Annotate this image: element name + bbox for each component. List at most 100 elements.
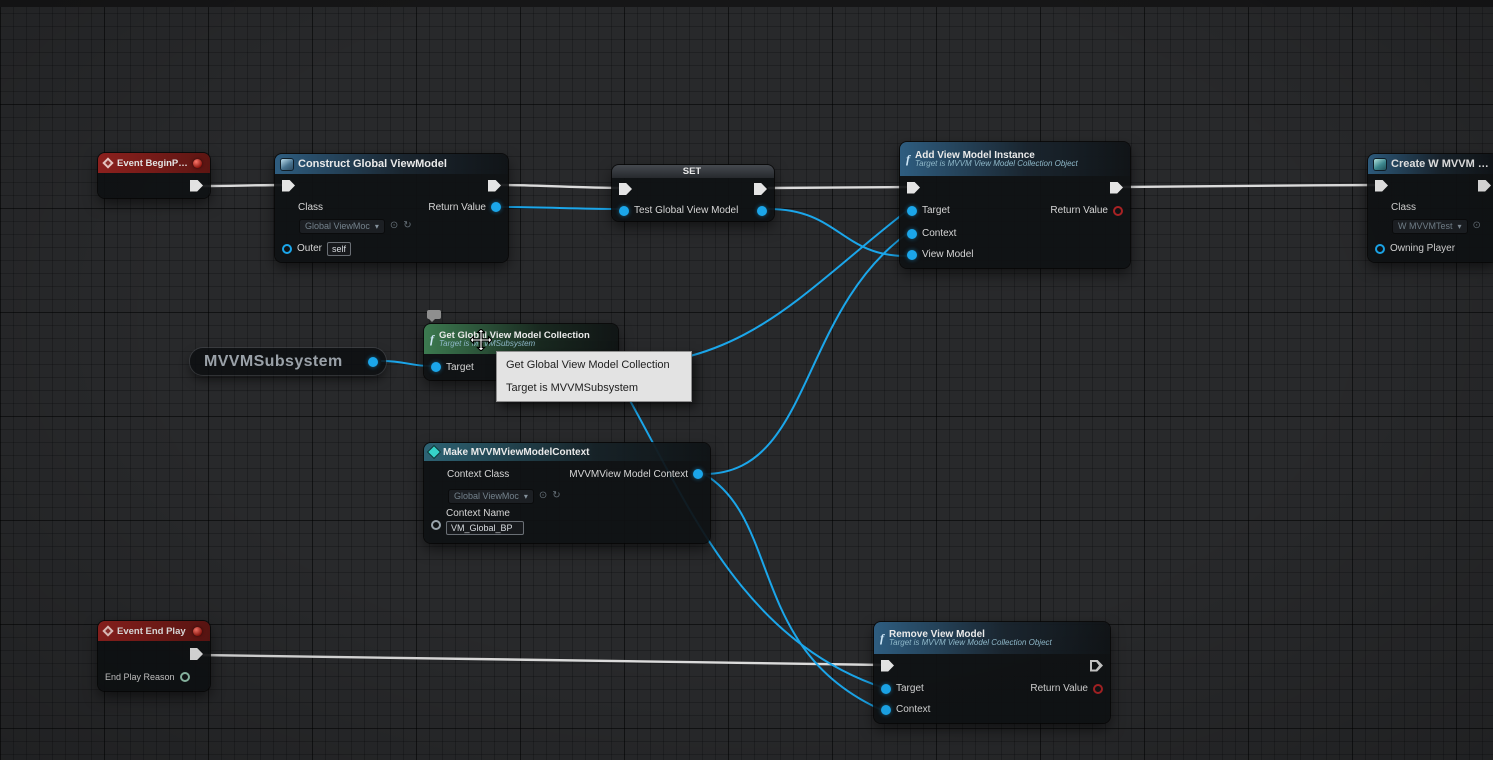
return-value-output-pin[interactable] <box>491 202 501 212</box>
function-icon: f <box>906 152 910 166</box>
wire-obj-getvmc-to-removevm-target[interactable] <box>609 365 885 689</box>
create-widget-icon <box>1374 158 1386 170</box>
node-make-mvvm-viewmodel-context[interactable]: Make MVVMViewModelContext Context Class … <box>424 443 710 543</box>
value-input-pin[interactable] <box>619 205 629 216</box>
context-name-pin-label: Context Name <box>446 508 510 519</box>
exec-output-pin[interactable] <box>1478 179 1491 192</box>
function-icon: f <box>430 332 434 346</box>
subsystem-output-pin[interactable] <box>368 356 378 367</box>
wire-obj-mvvmsubsystem-to-getvmc-target[interactable] <box>381 360 431 367</box>
return-value-pin-label: Return Value <box>428 201 486 213</box>
wire-obj-makecontext-to-removevm-context[interactable] <box>703 473 885 712</box>
output-pin-label: MVVMView Model Context <box>569 468 688 480</box>
node-subtitle: Target is MVVMSubsystem <box>439 339 536 348</box>
class-dropdown[interactable]: Global ViewMoc ▾ <box>299 218 385 234</box>
dropdown-arrow-icon: ▾ <box>374 221 379 231</box>
owning-player-input-pin[interactable] <box>1375 243 1385 254</box>
return-value-pin-label: Return Value <box>1050 205 1108 216</box>
node-header: Make MVVMViewModelContext <box>424 443 710 461</box>
pick-asset-icon[interactable]: ⊙ <box>1472 220 1481 231</box>
value-output-pin[interactable] <box>757 205 767 216</box>
outer-input-pin[interactable] <box>282 243 292 254</box>
make-struct-icon <box>428 446 440 458</box>
end-play-reason-pin-label: End Play Reason <box>105 672 175 682</box>
target-input-pin[interactable] <box>431 362 441 372</box>
view-model-input-pin[interactable] <box>907 249 917 260</box>
context-input-pin[interactable] <box>907 228 917 239</box>
target-pin-label: Target <box>896 683 924 694</box>
comment-bubble-icon[interactable] <box>427 310 441 322</box>
exec-output-pin[interactable] <box>754 183 767 195</box>
exec-input-pin[interactable] <box>881 659 894 672</box>
wire-exec-endplay-to-removevm[interactable] <box>197 653 888 667</box>
context-input-pin[interactable] <box>881 704 891 715</box>
exec-output-pin[interactable] <box>1090 659 1103 672</box>
move-cursor-icon <box>469 328 493 356</box>
exec-output-pin[interactable] <box>488 179 501 192</box>
return-value-output-pin[interactable] <box>1113 205 1123 216</box>
node-subtitle: Target is MVVM View Model Collection Obj… <box>889 638 1052 647</box>
context-output-pin[interactable] <box>693 469 703 479</box>
exec-output-pin[interactable] <box>190 648 203 660</box>
class-pin-label: Class <box>298 201 324 213</box>
wire-obj-makecontext-to-addvmi-context[interactable] <box>703 232 909 475</box>
class-dropdown[interactable]: W MVVMTest ▾ <box>1392 218 1468 234</box>
event-icon <box>102 625 114 637</box>
end-play-reason-output-pin[interactable] <box>179 672 190 682</box>
node-set-test-global-view-model[interactable]: SET Test Global View Model <box>612 165 774 221</box>
outer-value-field[interactable]: self <box>327 241 352 256</box>
pick-asset-icon[interactable]: ⊙ <box>538 490 548 501</box>
target-input-pin[interactable] <box>881 683 891 694</box>
node-add-view-model-instance[interactable]: f Add View Model Instance Target is MVVM… <box>900 142 1130 268</box>
function-icon: f <box>880 631 884 645</box>
value-pin-label: Test Global View Model <box>634 205 739 216</box>
event-icon <box>102 157 114 169</box>
wire-obj-construct-returnvalue-to-set-input[interactable] <box>498 206 619 210</box>
context-name-input-pin[interactable] <box>431 520 441 530</box>
exec-output-pin[interactable] <box>1110 181 1123 194</box>
node-remove-view-model[interactable]: f Remove View Model Target is MVVM View … <box>874 622 1110 723</box>
wire-exec-construct-to-set[interactable] <box>499 183 622 190</box>
node-create-widget[interactable]: Create W MVVM Test W Class W MVVMTest ▾ … <box>1368 154 1493 262</box>
construct-icon <box>281 158 293 170</box>
return-value-output-pin[interactable] <box>1093 683 1103 694</box>
exec-input-pin[interactable] <box>907 181 920 194</box>
tooltip-subtitle: Target is MVVMSubsystem <box>506 382 639 394</box>
node-title: MVVMSubsystem <box>204 352 343 370</box>
node-title: SET <box>682 166 702 177</box>
node-tooltip: Get Global View Model Collection Target … <box>496 351 692 402</box>
node-mvvm-subsystem[interactable]: MVVMSubsystem <box>190 348 386 375</box>
class-dropdown-value: W MVVMTest <box>1398 221 1453 231</box>
node-event-beginplay[interactable]: Event BeginPlay <box>98 153 210 198</box>
target-input-pin[interactable] <box>907 205 917 216</box>
wire-obj-set-output-to-addvmi-viewmodel[interactable] <box>768 208 907 257</box>
class-dropdown-value: Global ViewMoc <box>305 221 370 231</box>
owning-player-pin-label: Owning Player <box>1390 243 1456 254</box>
context-pin-label: Context <box>922 228 957 239</box>
node-title: Make MVVMViewModelContext <box>443 446 590 458</box>
node-header: Event BeginPlay <box>98 153 210 173</box>
tooltip-title: Get Global View Model Collection <box>506 359 670 371</box>
dropdown-arrow-icon: ▾ <box>523 491 528 501</box>
exec-input-pin[interactable] <box>1375 179 1388 192</box>
browse-asset-icon[interactable]: ↻ <box>552 490 561 501</box>
exec-input-pin[interactable] <box>282 179 295 192</box>
context-class-pin-label: Context Class <box>447 468 510 480</box>
exec-output-pin[interactable] <box>190 179 203 192</box>
context-name-field[interactable]: VM_Global_BP <box>446 521 524 535</box>
node-event-end-play[interactable]: Event End Play End Play Reason <box>98 621 210 691</box>
wire-exec-set-to-addvmi[interactable] <box>767 185 912 190</box>
context-class-dropdown-value: Global ViewMoc <box>454 491 519 501</box>
wire-exec-addvmi-to-createwidget[interactable] <box>1120 183 1383 189</box>
view-model-pin-label: View Model <box>922 249 974 260</box>
exec-input-pin[interactable] <box>619 183 632 195</box>
node-construct-global-viewmodel[interactable]: Construct Global ViewModel Class Return … <box>275 154 508 262</box>
wire-obj-getvmc-to-addvmi-target[interactable] <box>609 209 909 367</box>
node-subtitle: Target is MVVM View Model Collection Obj… <box>915 159 1078 168</box>
context-class-dropdown[interactable]: Global ViewMoc ▾ <box>448 488 534 504</box>
node-header: Create W MVVM Test W <box>1368 154 1493 174</box>
browse-asset-icon[interactable]: ↻ <box>403 220 412 231</box>
node-title: Construct Global ViewModel <box>298 158 447 170</box>
pick-asset-icon[interactable]: ⊙ <box>389 220 399 231</box>
